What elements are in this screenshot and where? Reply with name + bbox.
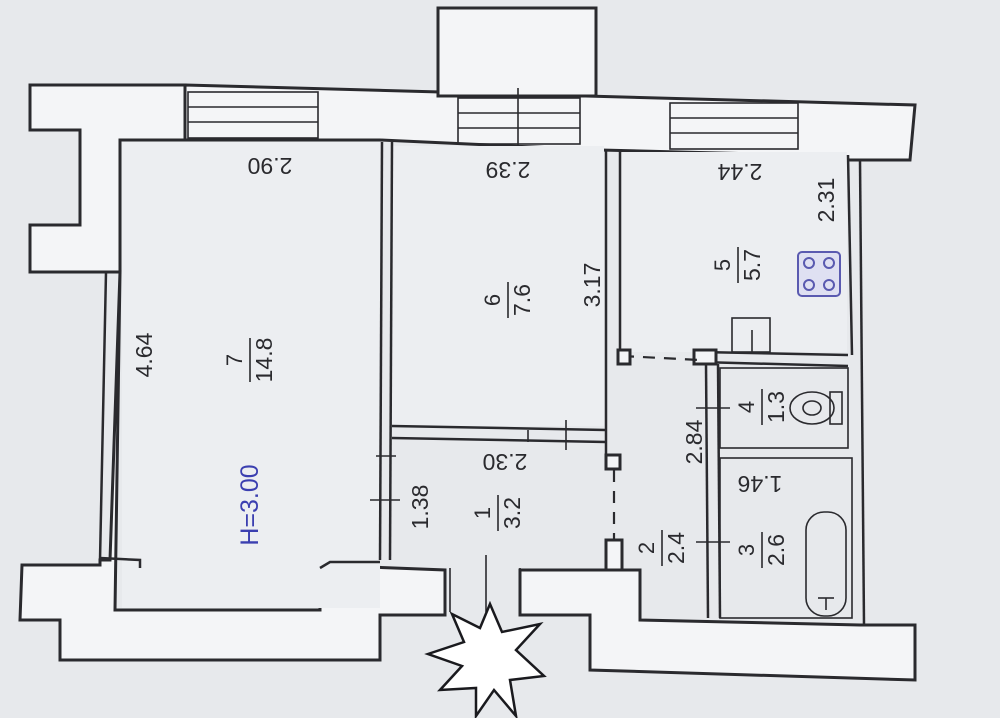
room-6-label: 6 7.6	[480, 282, 535, 318]
room-4-number: 4	[734, 401, 759, 413]
wall-2-3	[704, 363, 710, 619]
room-7-area-label: 14.8	[251, 338, 277, 383]
door-jamb-5	[616, 348, 632, 366]
dim-2-31: 2.31	[813, 178, 839, 223]
room-4-label: 4 1.3	[734, 389, 789, 425]
window-room-6	[457, 88, 581, 150]
ceiling-height-label: H=3.00	[236, 464, 264, 545]
dim-4-64: 4.64	[131, 332, 157, 377]
room-7-label: 7 14.8	[222, 338, 277, 383]
wall-5-right	[846, 154, 854, 356]
room-5-area-label: 5.7	[739, 249, 765, 281]
dimension-labels: 2.90 2.39 2.44 2.31 3.17 4.64 2.30 1.38 …	[131, 153, 839, 529]
wall-notch	[99, 556, 142, 568]
room-2-area-label: 2.4	[663, 532, 689, 564]
wall-right-outer	[858, 159, 866, 626]
wall-stub-5	[692, 348, 718, 366]
room-3-area-label: 2.6	[763, 534, 789, 566]
entrance-star-icon	[424, 600, 547, 718]
room-6-number: 6	[480, 294, 505, 306]
room-1-label: 1 3.2	[470, 495, 525, 531]
wall-7-6	[378, 141, 384, 561]
room-6-area	[392, 146, 604, 426]
dim-1-46: 1.46	[738, 471, 783, 497]
bottom-wall	[518, 568, 917, 682]
room-3-number: 3	[734, 544, 759, 556]
room-7-area	[122, 142, 380, 608]
dim-2-44: 2.44	[717, 159, 762, 185]
balcony	[436, 6, 598, 98]
room-1-number: 1	[470, 507, 495, 519]
wall-7-left	[98, 271, 108, 561]
wall-6-1-inner	[391, 436, 607, 444]
dim-2-84: 2.84	[681, 419, 707, 464]
wall-7-6-inner	[388, 141, 394, 561]
wall-1-2-stub-top	[604, 453, 622, 471]
bathtub-icon	[805, 511, 847, 617]
dim-2-30: 2.30	[483, 449, 528, 475]
dim-2-39: 2.39	[486, 157, 531, 183]
room-3-area	[719, 457, 853, 619]
room-1-area-label: 3.2	[499, 497, 525, 529]
room-2-number: 2	[634, 542, 659, 554]
room-2-label: 2 2.4	[634, 530, 689, 566]
room-4-area-label: 1.3	[763, 391, 789, 423]
window-room-7	[187, 91, 319, 139]
room-7-number: 7	[222, 354, 247, 366]
doorway-5	[621, 354, 701, 362]
wall-notch-2	[319, 560, 380, 570]
wall-6-1	[391, 424, 607, 432]
room-labels: 7 14.8 6 7.6 5 5.7 4 1.3 3 2.6 2 2.4	[222, 247, 789, 568]
room-5-label: 5 5.7	[710, 247, 765, 283]
dim-1-38: 1.38	[407, 485, 433, 530]
stove-icon	[797, 251, 841, 297]
window-room-5	[669, 102, 799, 150]
wall-5-4	[699, 350, 849, 357]
sink-icon	[731, 317, 771, 353]
wall-1-2-stub	[604, 538, 624, 572]
wall-5-4-inner	[699, 360, 849, 368]
dim-2-90: 2.90	[248, 153, 293, 179]
room-5-number: 5	[710, 259, 735, 271]
dim-3-17: 3.17	[579, 263, 605, 308]
toilet-icon	[789, 391, 843, 425]
room-6-area-label: 7.6	[509, 284, 535, 316]
room-3-label: 3 2.6	[734, 532, 789, 568]
